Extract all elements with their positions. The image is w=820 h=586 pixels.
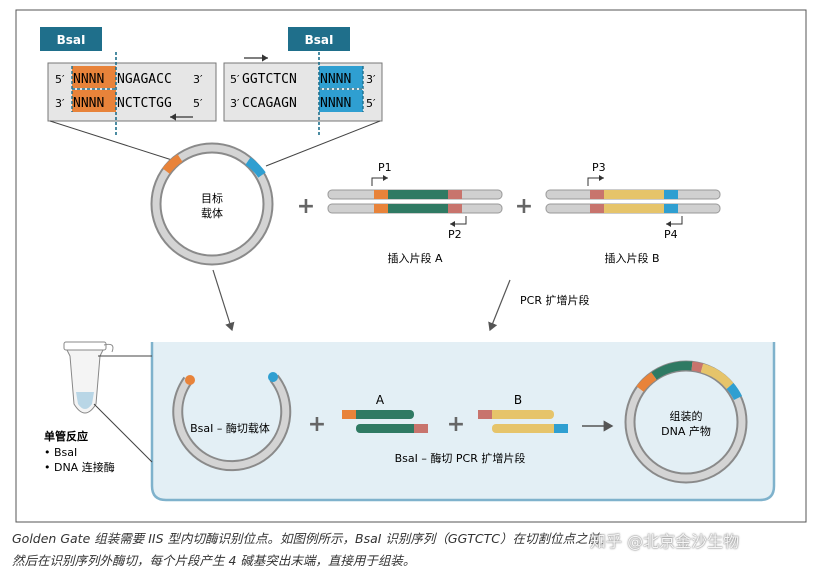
watermark: 知乎 @北京金沙生物	[590, 532, 740, 551]
product-label-line1: 组装的	[670, 409, 703, 423]
left-bsai-badge	[40, 27, 102, 51]
product-label-line2: DNA 产物	[661, 424, 711, 438]
tube-icon	[63, 341, 153, 463]
right-bottom-overhang	[319, 90, 363, 112]
right-bottom-5: 5′	[366, 97, 376, 110]
left-bottom-overhang	[72, 90, 116, 112]
tube-notes-item1: • BsaI	[44, 446, 77, 459]
reaction-vessel	[150, 342, 776, 502]
insert-b: P3 P4 插入片段 B	[545, 161, 721, 265]
insert-b-label: 插入片段 B	[604, 251, 659, 265]
pcr-label: PCR 扩增片段	[520, 293, 589, 307]
right-bottom-overhang-text: NNNN	[320, 96, 351, 111]
insert-a-label: 插入片段 A	[387, 251, 442, 265]
digested-vector-label: BsaI – 酶切载体	[190, 421, 270, 435]
left-bottom-seq: NCTCTGG	[117, 96, 172, 111]
digested-vector: BsaI – 酶切载体	[172, 372, 292, 472]
primer-p2: P2	[448, 228, 462, 241]
connector-left	[49, 120, 173, 161]
left-bottom-5: 5′	[193, 97, 203, 110]
target-vector-plasmid: 目标 载体	[150, 142, 274, 266]
assembled-product: 组装的 DNA 产物	[624, 360, 748, 484]
plus-3: +	[308, 412, 326, 437]
primer-p1: P1	[378, 161, 392, 174]
left-top-3: 3′	[193, 73, 203, 86]
right-top-overhang-text: NNNN	[320, 72, 351, 87]
fragment-a: A	[342, 393, 428, 433]
primer-p3: P3	[592, 161, 606, 174]
left-bottom-overhang-text: NNNN	[73, 96, 104, 111]
fragment-a-label: A	[376, 393, 385, 407]
fragment-b: B	[478, 393, 568, 433]
right-top-5: 5′	[230, 73, 240, 86]
left-sequence-box: BsaI 5′ NNNN NGAGACC 3′ 3′ NNNN NCTCTGG …	[40, 27, 217, 135]
left-top-overhang	[72, 66, 116, 88]
vector-blue-site	[245, 157, 266, 178]
left-bsai-label: BsaI	[57, 33, 86, 47]
figure-caption: Golden Gate 组装需要 IIS 型内切酶识别位点。如图例所示，BsaI…	[12, 528, 812, 572]
tube-notes-item2: • DNA 连接酶	[44, 461, 115, 474]
plus-1: +	[297, 194, 315, 219]
tube-notes-title: 单管反应	[44, 429, 88, 443]
vector-orange-site	[162, 154, 183, 174]
left-top-seq: NGAGACC	[117, 72, 172, 87]
right-top-overhang	[319, 66, 363, 88]
caption-line2: 然后在识别序列外酶切，每个片段产生 4 碱基突出末端，直接用于组装。	[12, 553, 416, 568]
arrow-pcr-down	[488, 279, 511, 332]
right-bottom-3: 3′	[230, 97, 240, 110]
plus-4: +	[447, 412, 465, 437]
left-top-5: 5′	[55, 73, 65, 86]
right-bsai-badge	[288, 27, 350, 51]
insert-a: P1 P2 插入片段 A	[327, 161, 503, 265]
right-bsai-label: BsaI	[305, 33, 334, 47]
left-bottom-3: 3′	[55, 97, 65, 110]
vector-label-line1: 目标	[201, 191, 223, 205]
arrow-vector-down	[212, 269, 235, 332]
left-top-overhang-text: NNNN	[73, 72, 104, 87]
right-bottom-seq: CCAGAGN	[242, 96, 297, 111]
plus-2: +	[515, 194, 533, 219]
right-top-3: 3′	[366, 73, 376, 86]
caption-line1: Golden Gate 组装需要 IIS 型内切酶识别位点。如图例所示，BsaI…	[12, 531, 613, 546]
primer-p4: P4	[664, 228, 678, 241]
connector-right	[265, 120, 381, 167]
fragment-b-label: B	[514, 393, 522, 407]
right-sequence-box: BsaI 5′ GGTCTCN NNNN 3′ 3′ CCAGAGN NNNN …	[223, 27, 383, 135]
right-top-seq: GGTCTCN	[242, 72, 297, 87]
vector-label-line2: 载体	[201, 206, 223, 220]
digested-pcr-label: BsaI – 酶切 PCR 扩增片段	[395, 451, 526, 465]
